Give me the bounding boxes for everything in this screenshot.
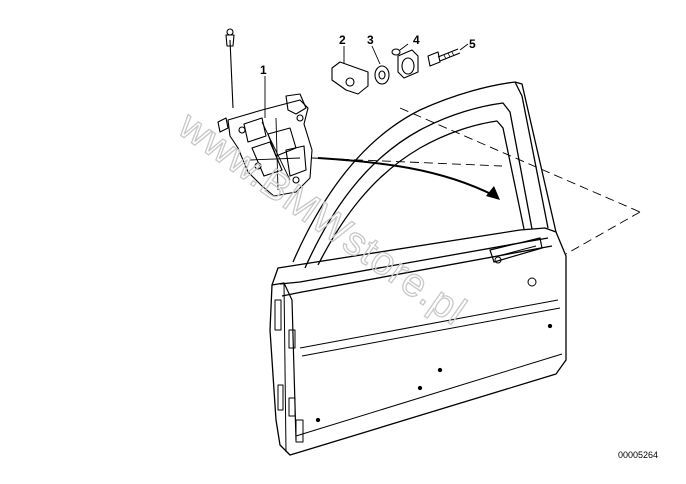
part-5-screw: [427, 48, 461, 67]
lock-location-arrow: [317, 157, 500, 200]
callout-leaders: [264, 43, 469, 118]
part-3-bushing: [374, 65, 390, 85]
callout-2: 2: [339, 33, 346, 47]
watermark: www.BMWstore.pl: [170, 103, 474, 334]
part-4-sleeve: [391, 48, 419, 79]
image-code: 00005264: [618, 450, 658, 460]
part-2-striker: [331, 61, 369, 95]
callout-3: 3: [367, 33, 374, 47]
callout-4: 4: [413, 33, 420, 47]
callout-5: 5: [469, 37, 476, 51]
callout-1: 1: [260, 63, 267, 77]
door-lock-assembly: [217, 28, 313, 197]
door-panel: [269, 81, 567, 456]
striker-parts: [331, 48, 461, 95]
